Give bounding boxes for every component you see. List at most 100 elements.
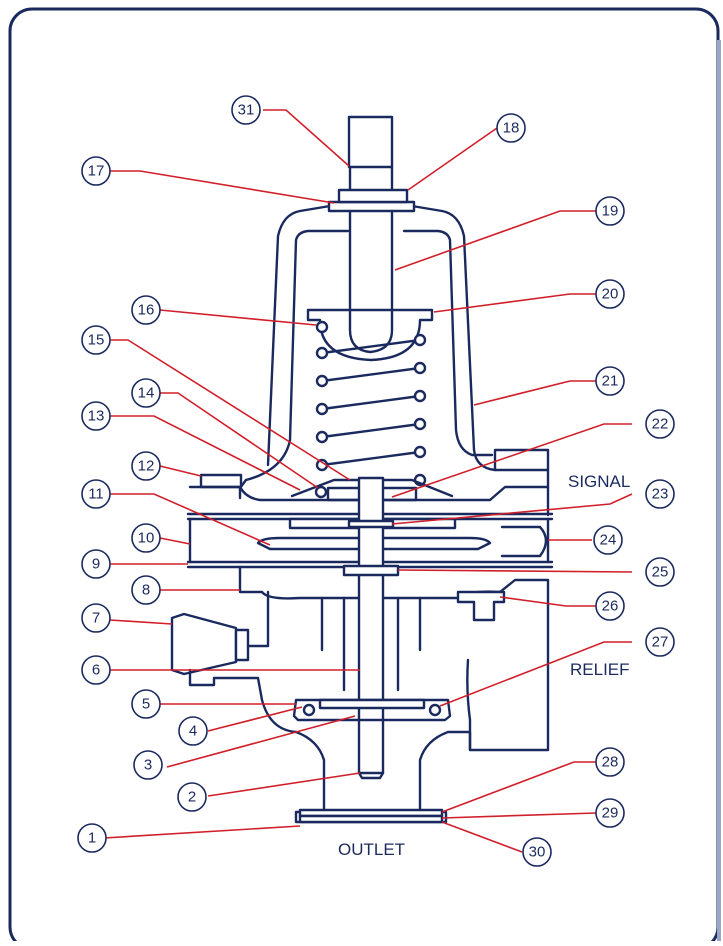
callout-3-label: 3 (144, 757, 152, 774)
bonnet-inner (244, 229, 494, 482)
signal-label: SIGNAL (568, 472, 630, 491)
callout-5-label: 5 (142, 696, 150, 713)
relief-label: RELIEF (570, 660, 630, 679)
callout-8-label: 8 (142, 582, 150, 599)
upper-pusher (326, 486, 418, 502)
leader-4 (207, 706, 303, 732)
callout-7: 7 (81, 603, 111, 633)
bonnet-outer (266, 204, 550, 472)
side-plug-nipple (234, 628, 250, 662)
callout-3: 3 (133, 750, 163, 780)
stem-collar-23 (347, 519, 395, 529)
callout-17-label: 17 (88, 163, 105, 180)
callout-15-label: 15 (88, 332, 105, 349)
leader-7 (109, 619, 173, 625)
callout-21-label: 21 (602, 373, 619, 390)
callout-13-label: 13 (88, 408, 105, 425)
valve-cage (292, 698, 452, 722)
callout-27-label: 27 (652, 634, 669, 651)
signal-orifice (500, 525, 548, 558)
leader-22 (391, 423, 632, 498)
leader-26 (499, 596, 596, 607)
leader-18 (407, 127, 498, 191)
callout-26: 26 (595, 591, 625, 621)
leader-30 (441, 821, 523, 853)
callout-24: 24 (593, 525, 623, 555)
leader-17 (110, 170, 335, 204)
callout-10-label: 10 (138, 530, 155, 547)
adjusting-screw (348, 165, 394, 354)
callout-14-label: 14 (138, 385, 155, 402)
leader-16 (159, 309, 317, 326)
callout-23: 23 (645, 479, 675, 509)
callout-18: 18 (496, 113, 526, 143)
leader-29 (441, 812, 597, 819)
callout-9: 9 (81, 549, 111, 579)
callout-13: 13 (81, 401, 111, 431)
callout-1-label: 1 (88, 830, 96, 847)
regulator-body (170, 115, 554, 824)
callout-20: 20 (595, 279, 625, 309)
callout-18-label: 18 (503, 120, 520, 137)
spring (315, 320, 427, 487)
bolt-12 (199, 473, 243, 489)
callout-30: 30 (522, 837, 552, 867)
leader-3 (166, 715, 356, 768)
lock-nut-17 (327, 200, 416, 213)
leader-21 (473, 380, 596, 406)
leader-lines (103, 109, 633, 853)
callout-24-label: 24 (600, 532, 617, 549)
stem-guide (320, 596, 422, 692)
lower-seat-ball (314, 485, 328, 499)
callout-27: 27 (645, 627, 675, 657)
callout-16-label: 16 (138, 302, 155, 319)
callout-16: 16 (131, 295, 161, 325)
leader-1 (103, 825, 301, 839)
leader-15 (110, 339, 351, 481)
adjusting-screw-cap (347, 115, 394, 169)
leader-20 (433, 293, 596, 313)
leader-2 (207, 772, 361, 797)
callout-22-label: 22 (652, 416, 669, 433)
callout-9-label: 9 (92, 556, 100, 573)
stem-washer-25 (342, 564, 400, 577)
leader-25 (397, 569, 633, 573)
callout-28: 28 (595, 747, 625, 777)
callout-4: 4 (178, 716, 208, 746)
callout-5: 5 (131, 689, 161, 719)
callout-12-label: 12 (138, 458, 155, 475)
leader-31 (263, 109, 350, 167)
flange-29 (298, 814, 444, 824)
callout-26-label: 26 (602, 598, 619, 615)
callout-21: 21 (595, 366, 625, 396)
outlet-body (294, 730, 472, 824)
callout-11-label: 11 (88, 486, 104, 503)
callout-8: 8 (131, 575, 161, 605)
callout-10: 10 (131, 523, 161, 553)
callout-14: 14 (131, 378, 161, 408)
side-housing (188, 590, 298, 734)
callout-6-label: 6 (92, 662, 100, 679)
callout-6: 6 (81, 655, 111, 685)
callout-31: 31 (231, 95, 261, 125)
lock-nut-18 (337, 188, 409, 204)
o-ring-right (428, 703, 442, 717)
callout-25: 25 (645, 557, 675, 587)
callout-23-label: 23 (652, 486, 669, 503)
o-ring-left (302, 703, 316, 717)
lower-stem (357, 771, 385, 780)
callout-1: 1 (77, 823, 107, 853)
leader-10 (159, 537, 191, 545)
callout-7-label: 7 (92, 610, 100, 627)
callout-19-label: 19 (602, 203, 619, 220)
callout-2: 2 (177, 782, 207, 812)
leader-27 (439, 641, 632, 707)
callout-25-label: 25 (652, 564, 669, 581)
callout-19: 19 (595, 196, 625, 226)
leader-14 (160, 392, 319, 489)
callout-29: 29 (595, 798, 625, 828)
outlet-label: OUTLET (338, 840, 405, 859)
leader-19 (394, 210, 596, 271)
